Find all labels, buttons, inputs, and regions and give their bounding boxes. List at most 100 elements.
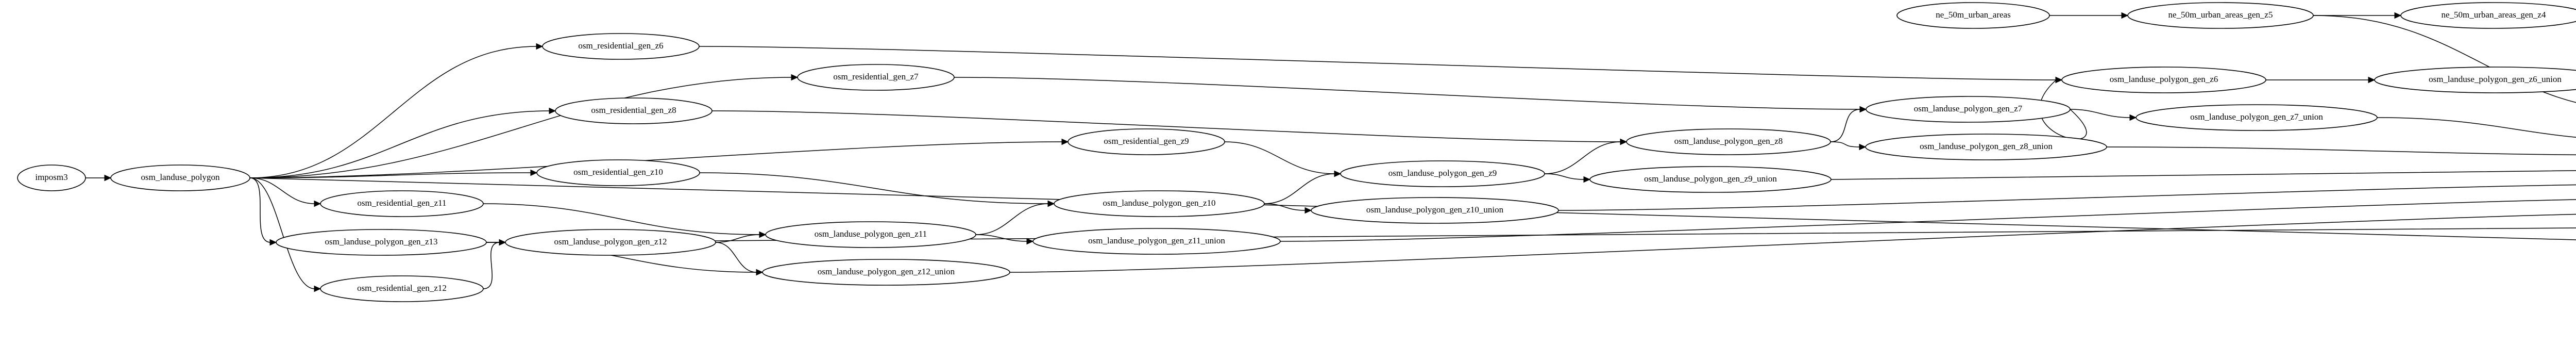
node-label: osm_residential_gen_z9 bbox=[1104, 136, 1189, 146]
node-label: osm_landuse_polygon_gen_z11 bbox=[815, 229, 927, 239]
node-label: osm_landuse_polygon_gen_z9_union bbox=[1644, 174, 1777, 184]
graph-node-osm_residential_gen_z12[interactable]: osm_residential_gen_z12 bbox=[320, 275, 484, 302]
node-label: imposm3 bbox=[35, 172, 67, 182]
graph-edge-osm_landuse_polygon-to-osm_residential_gen_z9 bbox=[249, 141, 1063, 178]
node-ellipse bbox=[1896, 2, 2050, 29]
edge-arrowhead bbox=[2129, 114, 2137, 121]
graph-edge-osm_landuse_polygon_gen_z12_union-to-layer_landuse_z12 bbox=[1009, 213, 2576, 273]
node-layer: imposm3 osm_landuse_polygon osm_residentia… bbox=[17, 2, 2576, 302]
graph-node-imposm3[interactable]: imposm3 bbox=[17, 164, 86, 191]
graph-node-osm_residential_gen_z7[interactable]: osm_residential_gen_z7 bbox=[797, 64, 955, 91]
graph-edge-osm_residential_gen_z10-to-osm_landuse_polygon_gen_z10 bbox=[699, 172, 1049, 204]
node-label: ne_50m_urban_areas_gen_z5 bbox=[2168, 10, 2273, 20]
graph-edge-osm_landuse_polygon_gen_z12-to-osm_landuse_polygon_gen_z12_union bbox=[715, 242, 757, 273]
node-label: osm_residential_gen_z12 bbox=[357, 283, 447, 293]
node-ellipse bbox=[320, 190, 484, 217]
node-ellipse bbox=[1626, 128, 1831, 155]
graph-node-osm_landuse_polygon_gen_z10_union[interactable]: osm_landuse_polygon_gen_z10_union bbox=[1311, 197, 1559, 224]
node-ellipse bbox=[762, 259, 1010, 286]
edge-arrowhead bbox=[759, 231, 767, 238]
graph-node-osm_landuse_polygon_gen_z12[interactable]: osm_landuse_polygon_gen_z12 bbox=[505, 229, 716, 256]
node-ellipse bbox=[276, 229, 487, 256]
node-label: osm_landuse_polygon_gen_z11_union bbox=[1088, 236, 1225, 245]
edge-arrowhead bbox=[791, 74, 799, 81]
graph-node-osm_landuse_polygon_gen_z7_union[interactable]: osm_landuse_polygon_gen_z7_union bbox=[2136, 104, 2378, 131]
edge-arrowhead bbox=[756, 269, 764, 276]
node-ellipse bbox=[2374, 67, 2576, 93]
graph-node-ne_50m_urban_areas_gen_z5[interactable]: ne_50m_urban_areas_gen_z5 bbox=[2127, 2, 2314, 29]
graph-node-osm_residential_gen_z10[interactable]: osm_residential_gen_z10 bbox=[536, 159, 700, 186]
node-label: osm_residential_gen_z7 bbox=[833, 72, 919, 81]
graph-node-osm_landuse_polygon_gen_z12_union[interactable]: osm_landuse_polygon_gen_z12_union bbox=[762, 259, 1010, 286]
edge-arrowhead bbox=[530, 169, 538, 176]
edge-arrowhead bbox=[269, 239, 277, 246]
graph-node-osm_landuse_polygon_gen_z11_union[interactable]: osm_landuse_polygon_gen_z11_union bbox=[1032, 228, 1281, 255]
graph-node-ne_50m_urban_areas_gen_z4[interactable]: ne_50m_urban_areas_gen_z4 bbox=[2400, 2, 2576, 29]
edge-arrowhead bbox=[1026, 238, 1034, 245]
edge-arrowhead bbox=[314, 200, 321, 207]
graph-node-ne_50m_urban_areas[interactable]: ne_50m_urban_areas bbox=[1896, 2, 2050, 29]
graph-node-osm_landuse_polygon_gen_z6_union[interactable]: osm_landuse_polygon_gen_z6_union bbox=[2374, 67, 2576, 93]
node-label: osm_landuse_polygon_gen_z6_union bbox=[2429, 74, 2562, 84]
node-label: osm_residential_gen_z8 bbox=[591, 105, 676, 115]
graph-node-osm_landuse_polygon_gen_z10[interactable]: osm_landuse_polygon_gen_z10 bbox=[1054, 190, 1265, 217]
edge-arrowhead bbox=[1859, 106, 1867, 113]
node-label: osm_landuse_polygon_gen_z6 bbox=[2110, 74, 2218, 84]
graph-node-osm_residential_gen_z9[interactable]: osm_residential_gen_z9 bbox=[1067, 128, 1225, 155]
graph-edge-osm_landuse_polygon_gen_z8-to-osm_landuse_polygon_gen_z7 bbox=[1830, 109, 1861, 142]
node-label: osm_landuse_polygon_gen_z10_union bbox=[1366, 205, 1504, 215]
node-ellipse bbox=[1311, 197, 1559, 224]
graph-node-osm_residential_gen_z11[interactable]: osm_residential_gen_z11 bbox=[320, 190, 484, 217]
graph-node-osm_residential_gen_z6[interactable]: osm_residential_gen_z6 bbox=[542, 33, 700, 60]
node-label: osm_residential_gen_z11 bbox=[357, 198, 446, 208]
node-ellipse bbox=[1866, 96, 2071, 123]
graph-node-osm_landuse_polygon_gen_z9[interactable]: osm_landuse_polygon_gen_z9 bbox=[1340, 160, 1545, 187]
graph-edge-osm_landuse_polygon-to-osm_residential_gen_z12 bbox=[249, 177, 315, 289]
graph-node-osm_landuse_polygon_gen_z8[interactable]: osm_landuse_polygon_gen_z8 bbox=[1626, 128, 1831, 155]
node-ellipse bbox=[2136, 104, 2378, 131]
graph-edge-osm_landuse_polygon_gen_z10_union-to-layer_landuse_z10 bbox=[1558, 184, 2576, 211]
graph-node-osm_landuse_polygon_gen_z6[interactable]: osm_landuse_polygon_gen_z6 bbox=[2061, 67, 2266, 93]
edge-arrowhead bbox=[1859, 143, 1867, 151]
graph-node-osm_residential_gen_z8[interactable]: osm_residential_gen_z8 bbox=[555, 97, 713, 124]
node-label: osm_landuse_polygon_gen_z8 bbox=[1674, 136, 1783, 146]
graph-edge-osm_landuse_polygon-to-osm_residential_gen_z8 bbox=[249, 110, 550, 178]
node-ellipse bbox=[17, 164, 86, 191]
edge-arrowhead bbox=[1334, 170, 1342, 177]
node-ellipse bbox=[2400, 2, 2576, 29]
node-label: osm_residential_gen_z6 bbox=[578, 41, 663, 51]
node-label: osm_residential_gen_z10 bbox=[573, 167, 663, 177]
edge-arrowhead bbox=[2055, 76, 2063, 84]
node-label: osm_landuse_polygon_gen_z12_union bbox=[818, 267, 955, 276]
node-label: ne_50m_urban_areas bbox=[1936, 10, 2010, 20]
node-ellipse bbox=[1032, 228, 1281, 255]
graph-edge-osm_landuse_polygon_gen_z8_union-to-layer_landuse_z8 bbox=[2106, 146, 2576, 156]
graph-edge-osm_landuse_polygon-to-osm_landuse_polygon_gen_z13 bbox=[249, 177, 271, 243]
node-label: osm_landuse_polygon_gen_z9 bbox=[1388, 168, 1497, 178]
graph-edge-ne_50m_urban_areas_gen_z5-to-layer_landuse_z5 bbox=[2313, 15, 2576, 103]
node-label: osm_landuse_polygon_gen_z7_union bbox=[2190, 112, 2323, 122]
graph-edge-osm_landuse_polygon_gen_z12-to-osm_landuse_polygon_gen_z11 bbox=[715, 234, 760, 243]
edge-arrowhead bbox=[2121, 12, 2129, 19]
edge-arrowhead bbox=[1304, 207, 1312, 214]
graph-node-osm_landuse_polygon_gen_z11[interactable]: osm_landuse_polygon_gen_z11 bbox=[765, 221, 976, 248]
graph-edge-osm_landuse_polygon_gen_z9_union-to-layer_landuse_z9 bbox=[1831, 169, 2576, 180]
edge-arrowhead bbox=[536, 43, 544, 50]
edge-arrowhead bbox=[2394, 12, 2402, 19]
graph-node-osm_landuse_polygon_gen_z13[interactable]: osm_landuse_polygon_gen_z13 bbox=[276, 229, 487, 256]
edge-arrowhead bbox=[549, 107, 556, 114]
node-ellipse bbox=[505, 229, 716, 256]
graph-edge-osm_landuse_polygon_gen_z9-to-osm_landuse_polygon_gen_z8 bbox=[1544, 141, 1621, 174]
graph-edge-osm_landuse_polygon-to-osm_residential_gen_z6 bbox=[249, 46, 537, 178]
node-ellipse bbox=[2127, 2, 2314, 29]
edge-arrowhead bbox=[2368, 76, 2376, 84]
graph-node-osm_landuse_polygon_gen_z7[interactable]: osm_landuse_polygon_gen_z7 bbox=[1866, 96, 2071, 123]
node-ellipse bbox=[1054, 190, 1265, 217]
graph-node-osm_landuse_polygon[interactable]: osm_landuse_polygon bbox=[110, 164, 250, 191]
graph-node-osm_landuse_polygon_gen_z8_union[interactable]: osm_landuse_polygon_gen_z8_union bbox=[1865, 134, 2107, 160]
edge-arrowhead bbox=[314, 285, 321, 292]
graph-edge-osm_residential_gen_z12-to-osm_landuse_polygon_gen_z12 bbox=[483, 242, 500, 289]
graph-node-osm_landuse_polygon_gen_z9_union[interactable]: osm_landuse_polygon_gen_z9_union bbox=[1589, 166, 1832, 193]
